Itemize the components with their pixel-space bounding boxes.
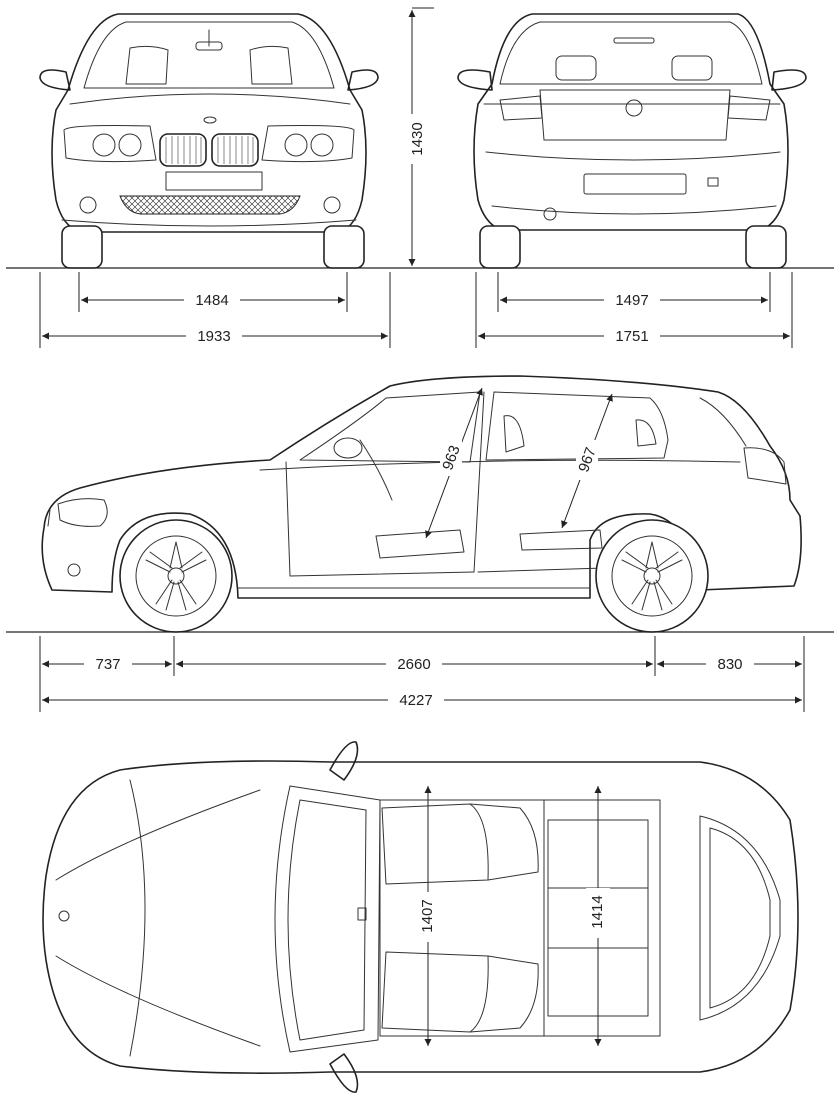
length-label: 4227 xyxy=(399,692,432,709)
front-overhang-label: 737 xyxy=(95,656,120,673)
side-dimensions: 737 2660 830 4227 xyxy=(39,636,805,712)
wheelbase-label: 2660 xyxy=(397,656,430,673)
rear-dimensions: 1497 1751 xyxy=(475,272,793,348)
front-view xyxy=(39,13,379,269)
front-height-label: 1430 xyxy=(409,122,426,155)
top-view xyxy=(42,741,799,1093)
rear-view xyxy=(457,13,807,269)
front-shoulder-width-label: 1407 xyxy=(419,899,436,932)
side-view xyxy=(41,375,802,633)
rear-track-label: 1497 xyxy=(615,292,648,309)
rear-overhang-label: 830 xyxy=(717,656,742,673)
rear-shoulder-width-label: 1414 xyxy=(589,895,606,928)
rear-width-label: 1751 xyxy=(615,328,648,345)
front-track-label: 1484 xyxy=(195,292,228,309)
front-dimensions: 1430 1484 1933 xyxy=(39,7,434,348)
front-width-label: 1933 xyxy=(197,328,230,345)
